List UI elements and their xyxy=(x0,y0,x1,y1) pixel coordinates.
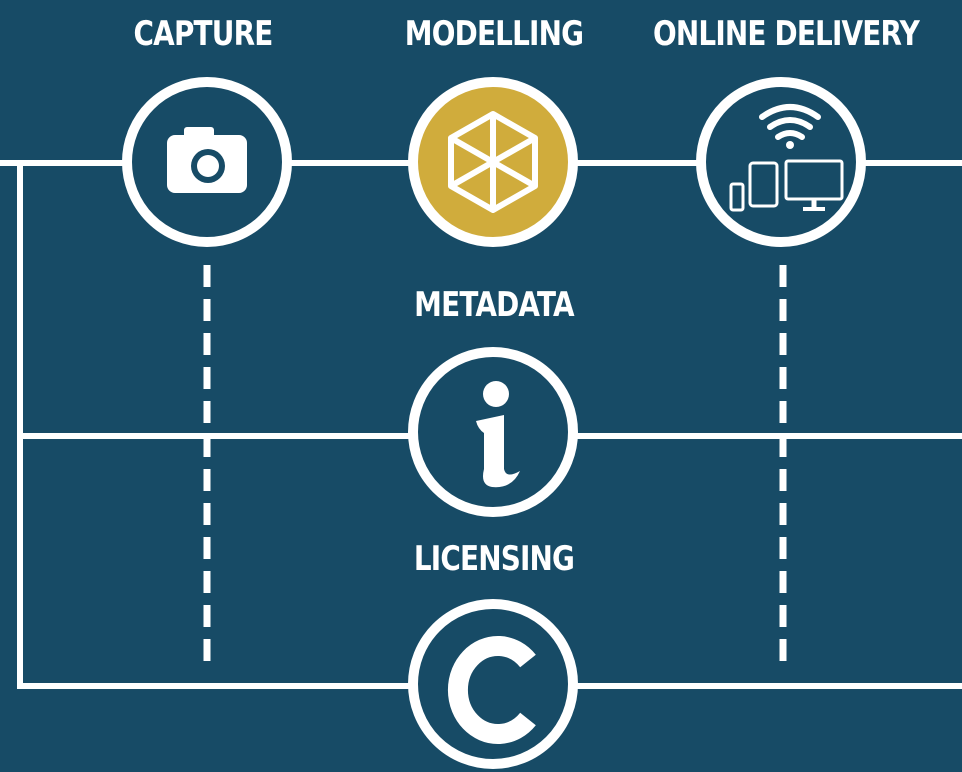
online-delivery-node xyxy=(696,77,866,247)
online-delivery-label: ONLINE DELIVERY xyxy=(652,14,920,54)
licensing-label: LICENSING xyxy=(413,539,575,579)
modelling-label: MODELLING xyxy=(404,14,584,54)
copyright-icon xyxy=(447,636,536,744)
info-icon xyxy=(476,381,520,488)
camera-icon xyxy=(167,127,247,193)
capture-node xyxy=(122,77,292,247)
wifi-devices-icon xyxy=(729,104,844,212)
modelling-node xyxy=(408,77,578,247)
capture-label: CAPTURE xyxy=(133,14,274,54)
hexagon-model-icon xyxy=(448,111,538,213)
metadata-label: METADATA xyxy=(414,285,574,325)
left-connector-line xyxy=(17,163,962,689)
licensing-node xyxy=(408,599,578,769)
metadata-node xyxy=(408,347,578,517)
